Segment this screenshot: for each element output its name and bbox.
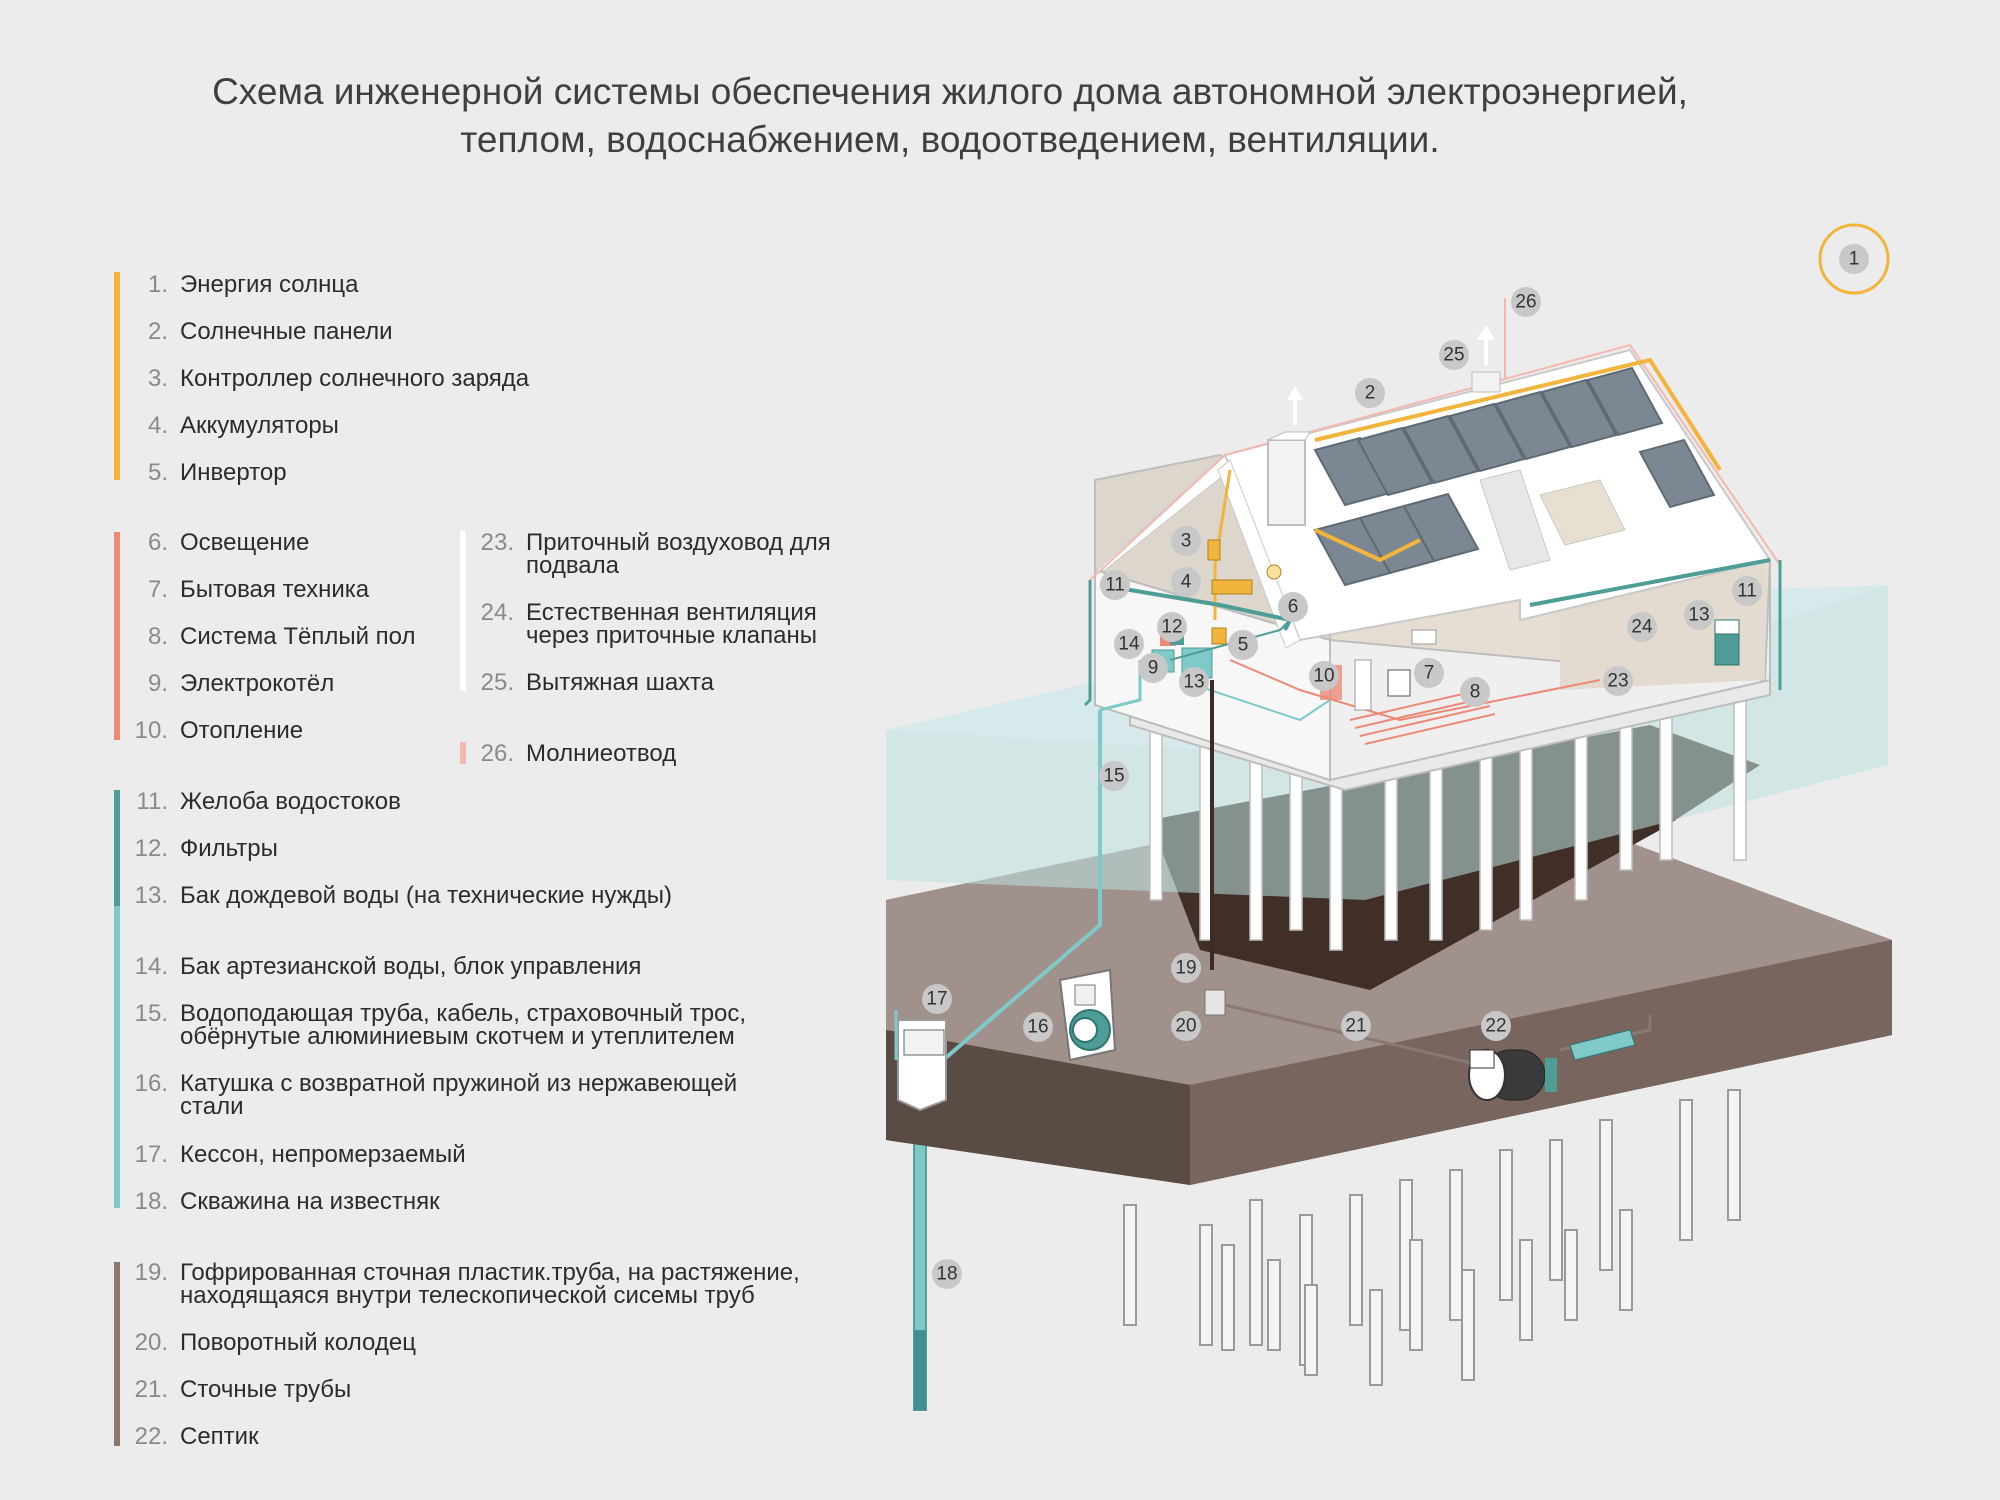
rain-tank-right-top — [1715, 620, 1739, 634]
callout-rain-tank: 13 — [1179, 667, 1209, 697]
svg-text:20: 20 — [1175, 1016, 1196, 1037]
callout-lighting: 6 — [1278, 592, 1308, 622]
svg-text:9: 9 — [1148, 658, 1159, 679]
callout-supply-duct: 23 — [1603, 666, 1633, 696]
svg-text:11: 11 — [1737, 581, 1757, 602]
callout-caisson: 17 — [922, 984, 952, 1014]
svg-text:17: 17 — [926, 989, 947, 1010]
chimney-top — [1268, 432, 1310, 440]
svg-text:18: 18 — [936, 1264, 957, 1285]
callout-water-pipe: 15 — [1099, 761, 1129, 791]
spring-reel — [1060, 970, 1115, 1060]
callout-sun: 1 — [1839, 244, 1869, 274]
callout-gutter-right: 11 — [1732, 576, 1762, 606]
callout-exhaust: 25 — [1439, 340, 1469, 370]
svg-text:15: 15 — [1103, 766, 1124, 787]
svg-text:26: 26 — [1515, 292, 1536, 313]
callout-natural-vent: 24 — [1627, 612, 1657, 642]
callout-well: 18 — [932, 1259, 962, 1289]
callout-sewer-pipes: 21 — [1341, 1011, 1371, 1041]
appliance — [1388, 670, 1410, 696]
svg-text:8: 8 — [1470, 682, 1481, 703]
svg-text:16: 16 — [1027, 1017, 1048, 1038]
exhaust-shaft — [1472, 372, 1500, 392]
exhaust-arrow — [1477, 325, 1495, 365]
svg-text:13: 13 — [1688, 605, 1709, 626]
svg-text:2: 2 — [1365, 383, 1376, 404]
callout-artesian-tank: 14 — [1114, 629, 1144, 659]
callout-warm-floor: 8 — [1460, 677, 1490, 707]
caisson — [896, 1010, 946, 1110]
svg-text:13: 13 — [1183, 672, 1204, 693]
batteries — [1212, 580, 1252, 594]
tv — [1412, 630, 1436, 644]
svg-text:5: 5 — [1238, 635, 1249, 656]
callout-septic: 22 — [1481, 1011, 1511, 1041]
chimney — [1268, 440, 1305, 525]
svg-text:7: 7 — [1424, 663, 1435, 684]
svg-text:3: 3 — [1181, 531, 1192, 552]
svg-text:25: 25 — [1443, 345, 1464, 366]
callout-appliances: 7 — [1414, 658, 1444, 688]
svg-text:12: 12 — [1161, 617, 1182, 638]
turning-well — [1205, 990, 1225, 1015]
callout-turning-well: 20 — [1171, 1011, 1201, 1041]
callout-filters: 12 — [1157, 612, 1187, 642]
svg-text:6: 6 — [1288, 597, 1299, 618]
callout-heating: 10 — [1309, 661, 1339, 691]
callout-gutter-left: 11 — [1100, 570, 1130, 600]
lamp — [1267, 565, 1281, 579]
callout-corrugated-pipe: 19 — [1171, 953, 1201, 983]
svg-text:4: 4 — [1181, 572, 1192, 593]
svg-text:1: 1 — [1849, 249, 1860, 270]
callout-reel: 16 — [1023, 1012, 1053, 1042]
callout-controller: 3 — [1171, 526, 1201, 556]
svg-text:24: 24 — [1631, 617, 1653, 638]
chimney-arrow — [1287, 386, 1303, 425]
well-water — [914, 1330, 926, 1410]
fridge — [1355, 660, 1371, 710]
inverter — [1212, 628, 1226, 644]
svg-text:23: 23 — [1607, 671, 1628, 692]
callout-inverter: 5 — [1228, 630, 1258, 660]
callout-lightning-rod: 26 — [1511, 287, 1541, 317]
charge-controller — [1208, 540, 1220, 560]
callout-rain-tank-right: 13 — [1684, 600, 1714, 630]
callout-boiler: 9 — [1138, 653, 1168, 683]
callout-solar-panels: 2 — [1355, 378, 1385, 408]
svg-text:22: 22 — [1485, 1016, 1506, 1037]
svg-text:14: 14 — [1118, 634, 1140, 655]
svg-text:10: 10 — [1313, 666, 1334, 687]
callout-batteries: 4 — [1171, 567, 1201, 597]
svg-text:11: 11 — [1105, 575, 1125, 596]
svg-text:19: 19 — [1175, 958, 1196, 979]
svg-text:21: 21 — [1345, 1016, 1366, 1037]
